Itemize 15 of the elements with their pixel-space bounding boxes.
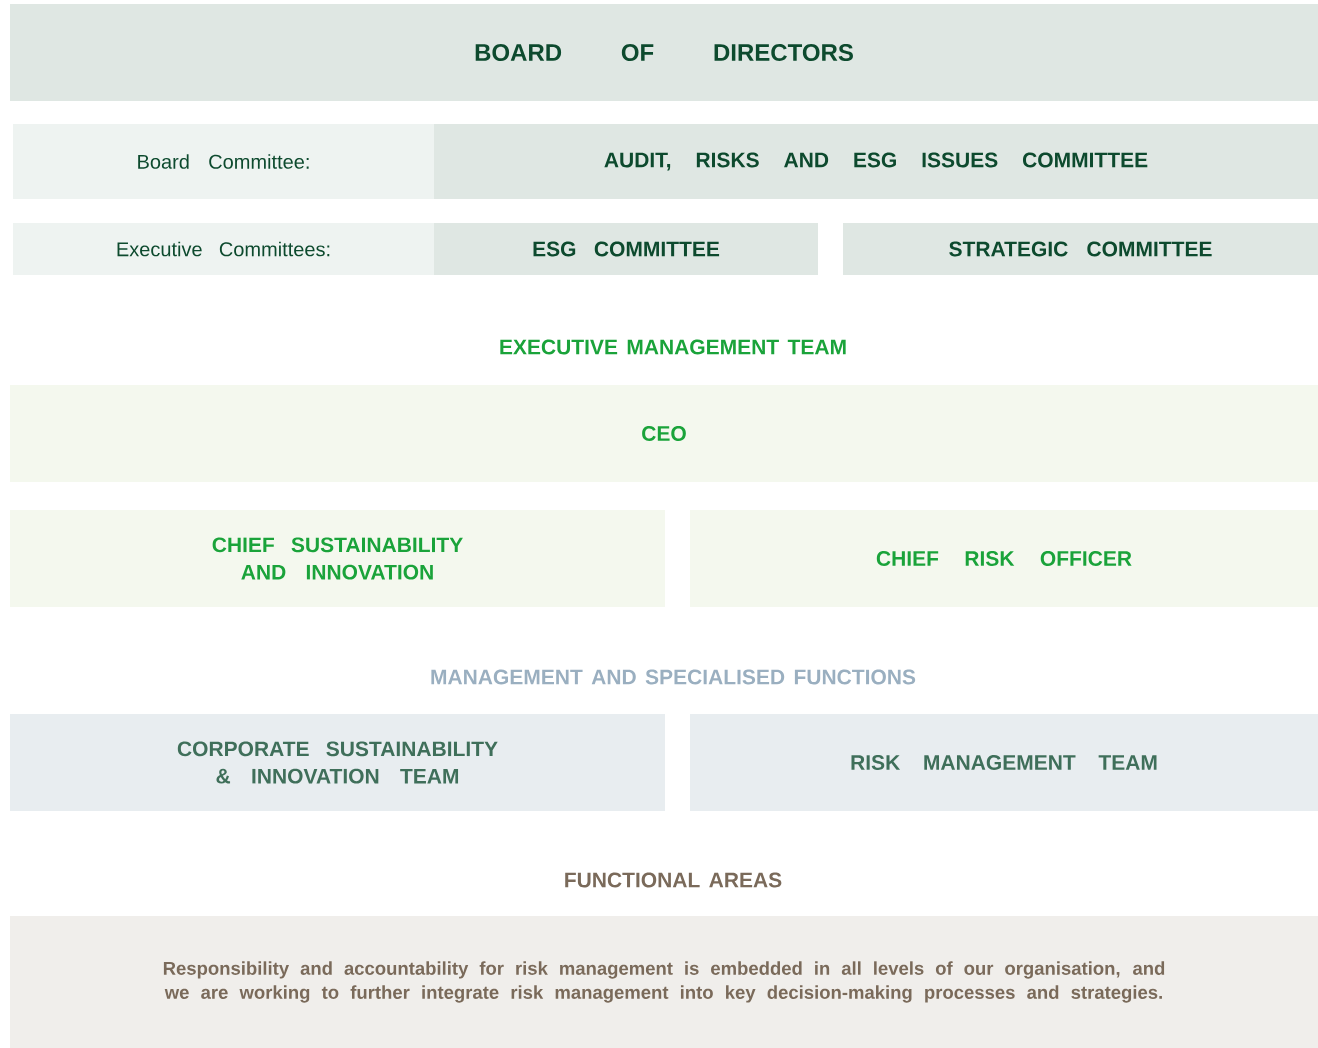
label-box: Executive Committees:: [13, 223, 434, 275]
section-heading: MANAGEMENT AND SPECIALISED FUNCTIONS: [431, 669, 916, 685]
role-box: CHIEF RISK OFFICER: [690, 510, 1318, 607]
committee-box: AUDIT, RISKS AND ESG ISSUES COMMITTEE: [434, 124, 1318, 199]
section-heading: EXECUTIVE MANAGEMENT TEAM: [500, 339, 846, 355]
team-box: CORPORATE SUSTAINABILITY & INNOVATION TEAM: [10, 714, 665, 811]
header-band: BOARD OF DIRECTORS: [10, 4, 1318, 101]
section-heading: FUNCTIONAL AREAS: [565, 872, 782, 888]
committee-box: STRATEGIC COMMITTEE: [843, 223, 1318, 275]
team-box: RISK MANAGEMENT TEAM: [690, 714, 1318, 811]
label-box: Board Committee:: [13, 124, 434, 199]
role-box: CHIEF SUSTAINABILITY AND INNOVATION: [10, 510, 665, 607]
committee-box: ESG COMMITTEE: [434, 223, 818, 275]
role-box: CEO: [10, 385, 1318, 482]
text-panel: Responsibility and accountability for risk management is embedded in all levels of our organisation, and we are working to further integrate risk management into key decision-making processes and strategies.: [10, 916, 1318, 1048]
